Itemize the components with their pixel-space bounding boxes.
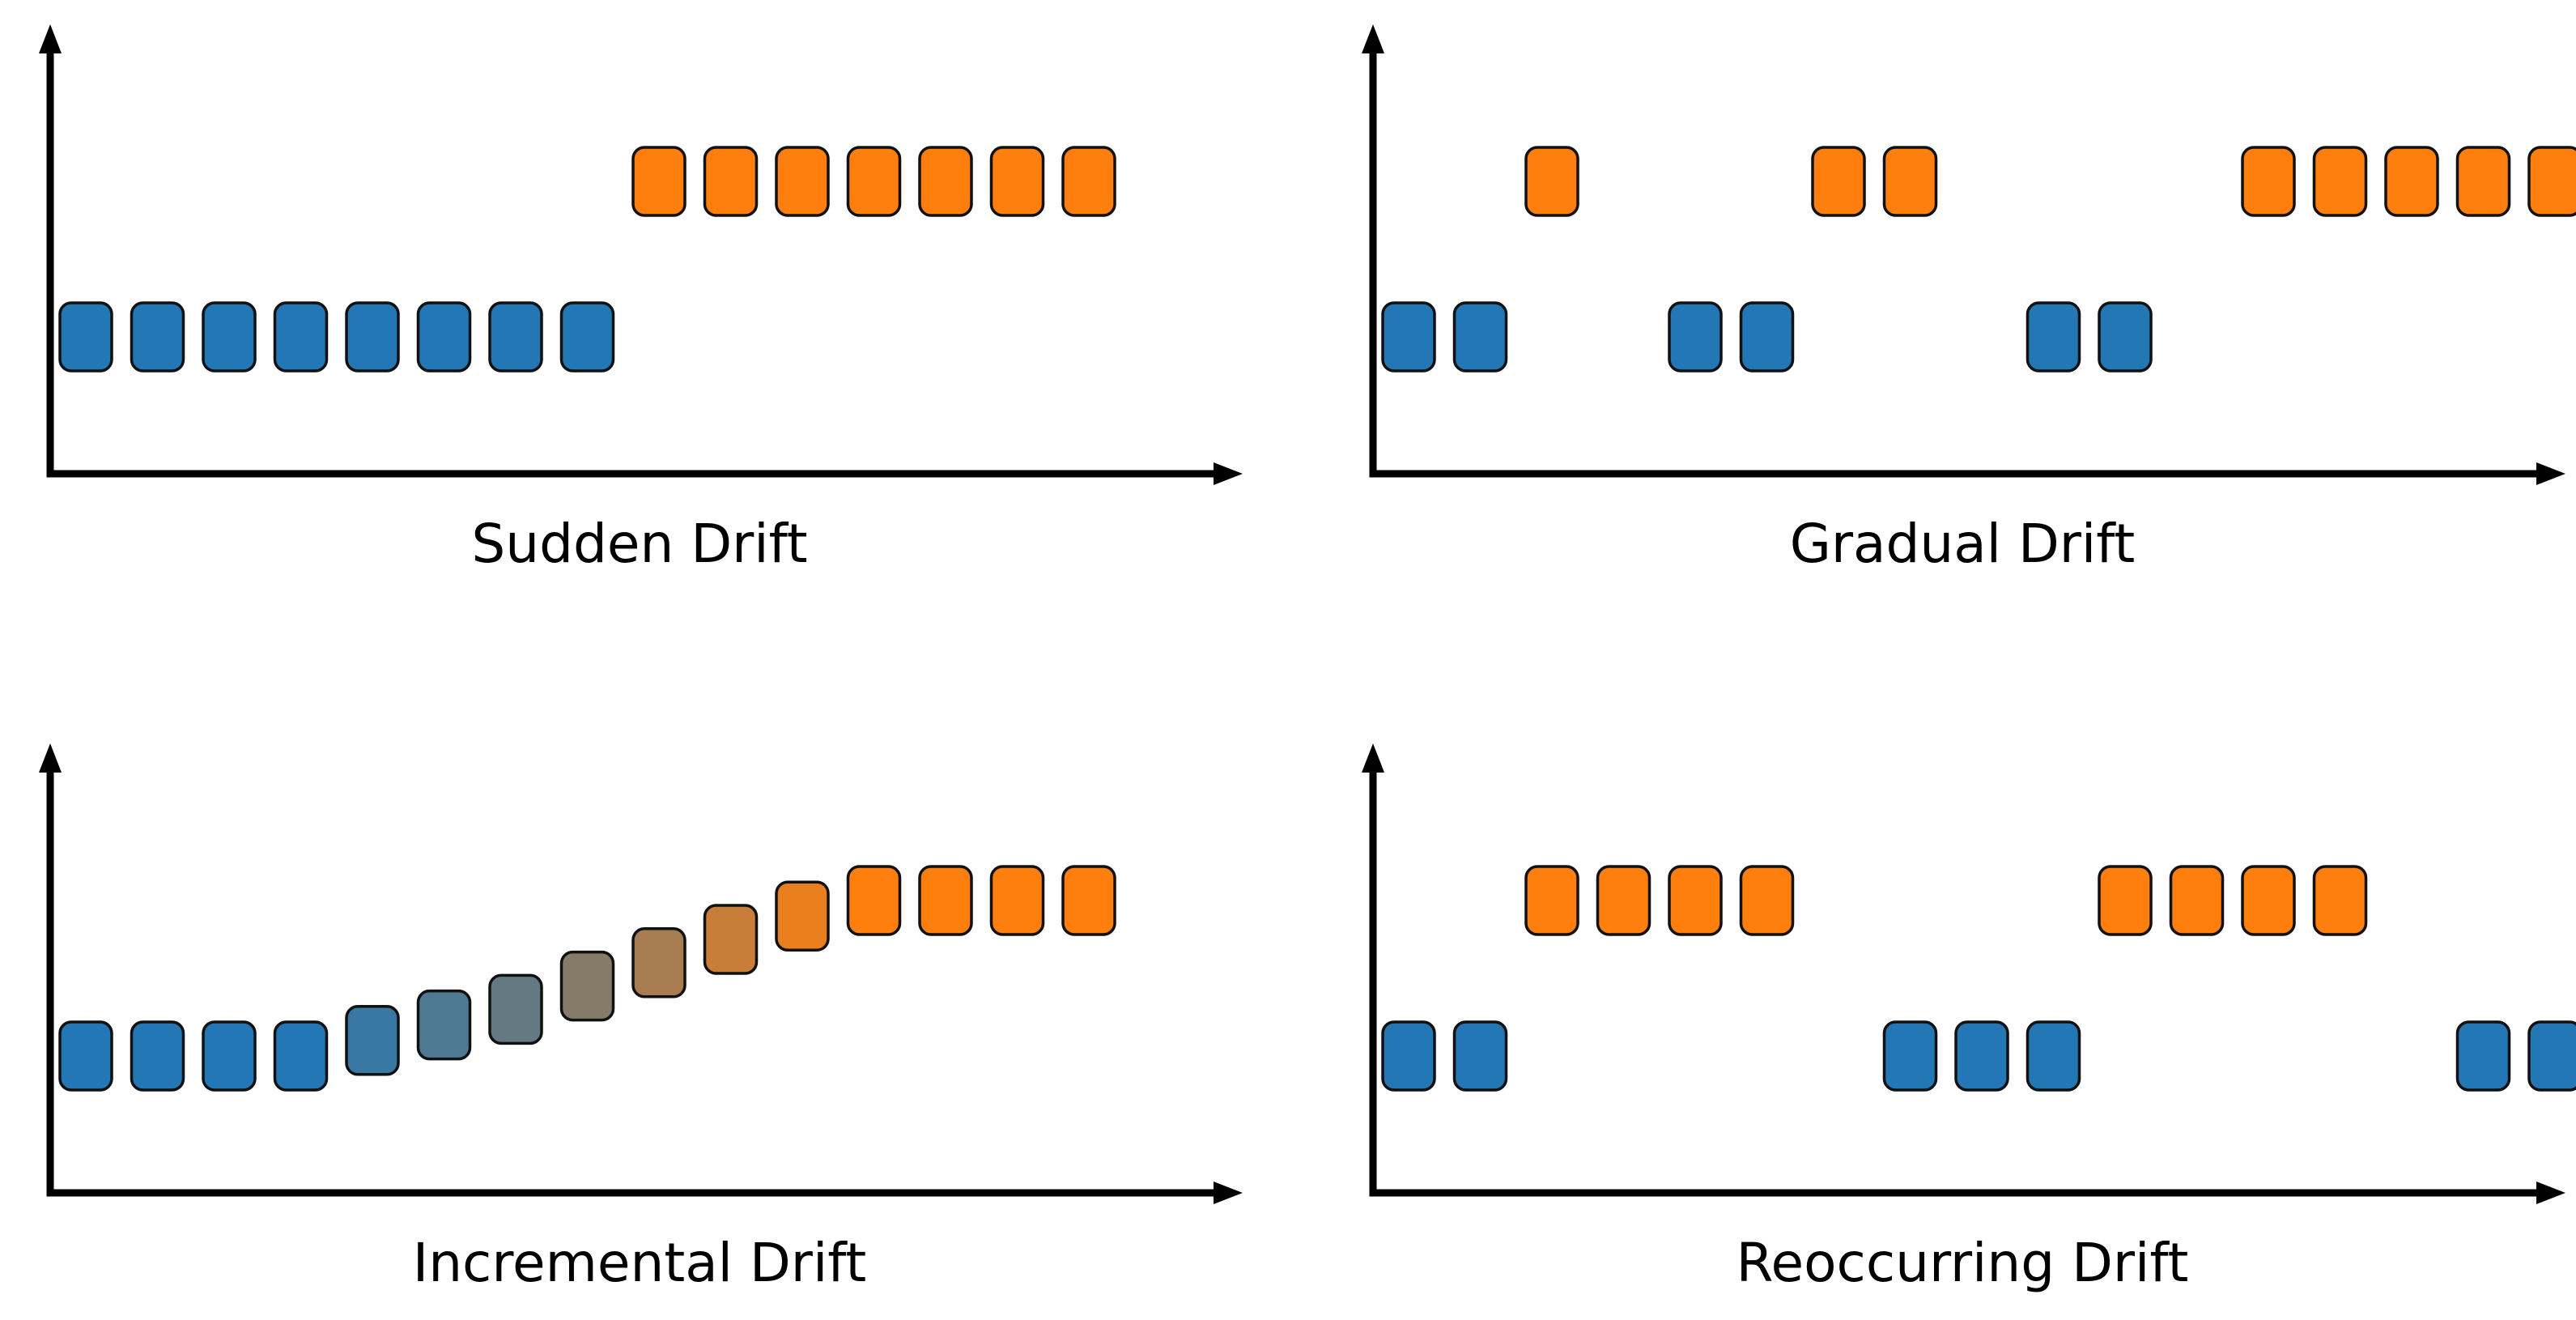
new-concept-block: [631, 146, 687, 217]
blocks: [1381, 146, 2576, 373]
old-concept-block: [559, 301, 615, 373]
panel-caption: Gradual Drift: [1790, 513, 2135, 575]
axes: [39, 743, 1243, 1204]
old-concept-block: [1954, 1020, 2009, 1092]
new-concept-block: [775, 146, 830, 217]
old-concept-block: [202, 301, 257, 373]
old-concept-block: [1882, 1020, 1938, 1092]
axes: [1362, 24, 2565, 485]
panel-gradual-drift: Gradual Drift: [1362, 24, 2576, 575]
new-concept-block: [846, 146, 902, 217]
new-concept-block: [2527, 146, 2576, 217]
new-concept-block: [989, 865, 1045, 936]
new-concept-block: [2098, 865, 2153, 936]
panel-sudden-drift: Sudden Drift: [39, 24, 1243, 575]
blocks: [58, 146, 1116, 373]
axis-lines: [1369, 768, 2541, 1197]
new-concept-block: [703, 146, 759, 217]
new-concept-block: [918, 865, 973, 936]
new-concept-block: [2455, 146, 2511, 217]
old-concept-block: [2527, 1020, 2576, 1092]
old-concept-block: [58, 1020, 113, 1092]
old-concept-block: [2098, 301, 2153, 373]
x-axis-arrowhead: [2536, 1182, 2565, 1204]
old-concept-block: [416, 301, 472, 373]
old-concept-block: [1668, 301, 1723, 373]
x-axis-arrowhead: [1214, 1182, 1243, 1204]
new-concept-block: [1811, 146, 1866, 217]
new-concept-block: [1739, 865, 1795, 936]
panel-caption: Incremental Drift: [413, 1232, 866, 1294]
new-concept-block: [1061, 146, 1116, 217]
axis-lines: [46, 49, 1218, 478]
old-concept-block: [345, 301, 400, 373]
new-concept-block: [2312, 146, 2368, 217]
new-concept-block: [2241, 865, 2296, 936]
old-concept-block: [130, 1020, 185, 1092]
axes: [1362, 743, 2565, 1204]
new-concept-block: [1061, 865, 1116, 936]
new-concept-block: [1882, 146, 1938, 217]
old-concept-block: [273, 1020, 329, 1092]
old-concept-block: [2026, 1020, 2081, 1092]
old-concept-block: [130, 301, 185, 373]
y-axis-arrowhead: [39, 743, 62, 773]
new-concept-block: [1596, 865, 1651, 936]
old-concept-block: [202, 1020, 257, 1092]
new-concept-block: [1524, 146, 1579, 217]
new-concept-block: [2384, 146, 2439, 217]
blocks: [1381, 865, 2576, 1092]
old-concept-block: [1381, 301, 1436, 373]
transition-block: [703, 904, 759, 975]
panel-caption: Reoccurring Drift: [1736, 1232, 2189, 1294]
old-concept-block: [1739, 301, 1795, 373]
old-concept-block: [1381, 1020, 1436, 1092]
y-axis-arrowhead: [39, 24, 62, 53]
blocks: [58, 865, 1116, 1092]
new-concept-block: [1524, 865, 1579, 936]
old-concept-block: [2455, 1020, 2511, 1092]
axis-lines: [46, 768, 1218, 1197]
axes: [39, 24, 1243, 485]
transition-block: [559, 950, 615, 1022]
y-axis-arrowhead: [1362, 743, 1384, 773]
old-concept-block: [58, 301, 113, 373]
axis-lines: [1369, 49, 2541, 478]
new-concept-block: [989, 146, 1045, 217]
old-concept-block: [1452, 301, 1508, 373]
new-concept-block: [918, 146, 973, 217]
transition-block: [345, 1005, 400, 1076]
new-concept-block: [2169, 865, 2225, 936]
old-concept-block: [2026, 301, 2081, 373]
transition-block: [488, 973, 543, 1045]
y-axis-arrowhead: [1362, 24, 1384, 53]
transition-block: [631, 927, 687, 999]
panel-caption: Sudden Drift: [471, 513, 807, 575]
new-concept-block: [2312, 865, 2368, 936]
x-axis-arrowhead: [2536, 462, 2565, 485]
transition-block: [416, 989, 472, 1061]
panel-incremental-drift: Incremental Drift: [39, 743, 1243, 1294]
new-concept-block: [846, 865, 902, 936]
old-concept-block: [1452, 1020, 1508, 1092]
old-concept-block: [488, 301, 543, 373]
new-concept-block: [1668, 865, 1723, 936]
panel-reoccurring-drift: Reoccurring Drift: [1362, 743, 2576, 1294]
old-concept-block: [273, 301, 329, 373]
x-axis-arrowhead: [1214, 462, 1243, 485]
new-concept-block: [2241, 146, 2296, 217]
transition-block: [775, 880, 830, 952]
